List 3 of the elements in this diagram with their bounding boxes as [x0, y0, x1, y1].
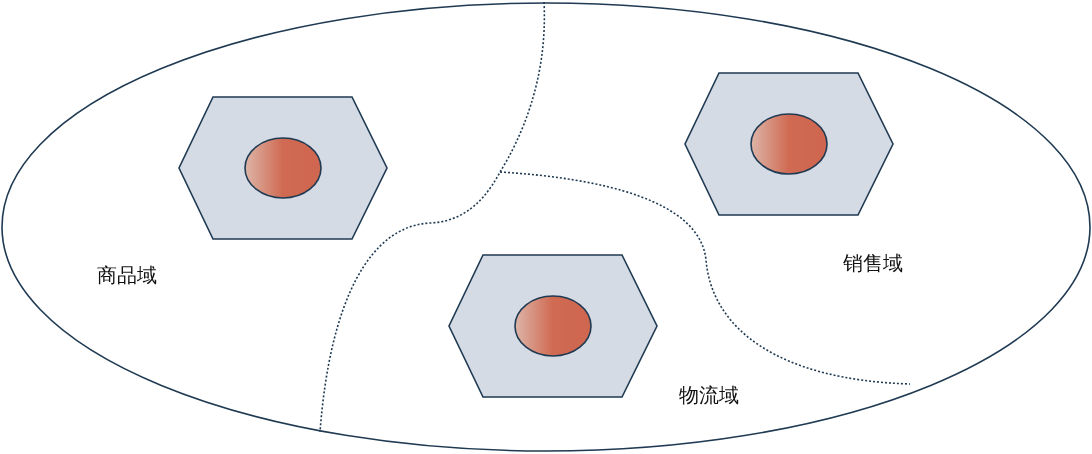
region-label: 销售域 [843, 253, 903, 273]
region-label: 物流域 [679, 385, 739, 405]
region-label: 商品域 [97, 265, 157, 285]
